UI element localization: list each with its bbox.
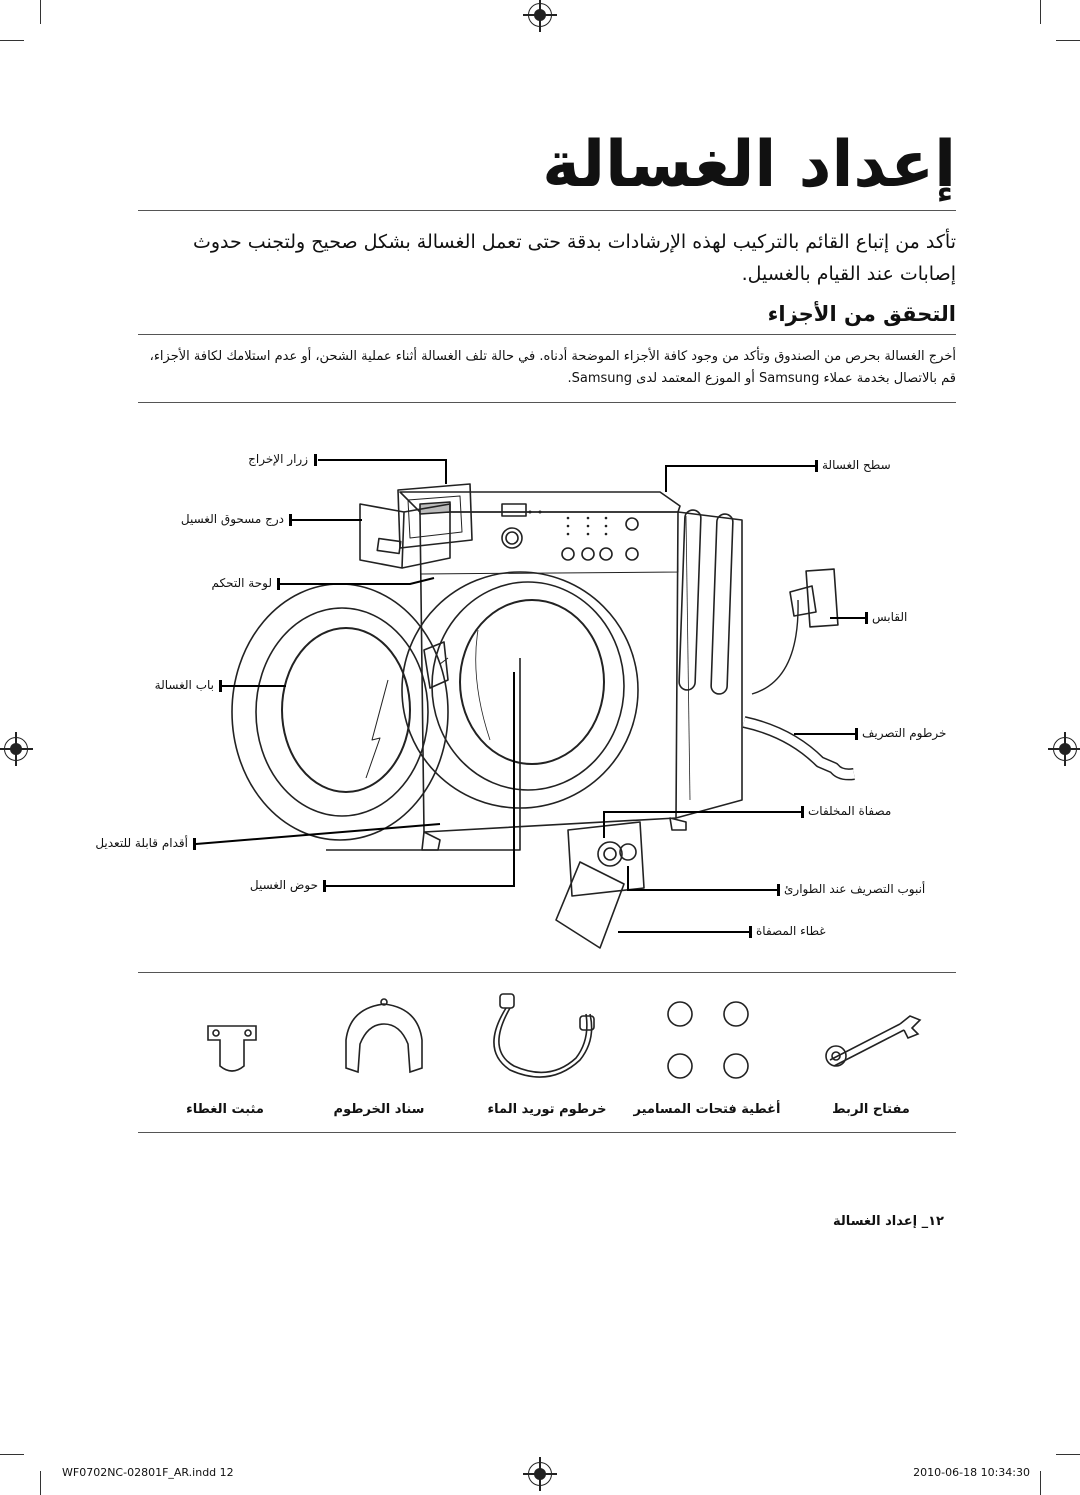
accessory-label: أغطية فتحات المسامير — [633, 1102, 781, 1117]
divider — [138, 972, 956, 973]
accessory-label: مفتاح الربط — [832, 1102, 910, 1117]
label-filter-cover: غطاء المصفاة — [756, 924, 826, 938]
wrench-icon — [825, 1015, 922, 1067]
crop-mark — [40, 0, 41, 24]
divider — [138, 210, 956, 211]
section-note: أخرج الغسالة بحرص من الصندوق وتأكد من وج… — [149, 349, 956, 386]
label-tub: حوض الغسيل — [249, 878, 318, 892]
registration-mark-icon — [523, 0, 557, 32]
label-door: باب الغسالة — [154, 678, 214, 692]
cover-holder-icon — [207, 1025, 257, 1072]
section-heading: التحقق من الأجزاء — [767, 302, 956, 326]
label-control-panel: لوحة التحكم — [211, 576, 273, 590]
label-leveling-feet: أقدام قابلة للتعديل — [95, 836, 188, 850]
label-top: سطح الغسالة — [822, 458, 891, 472]
crop-mark — [0, 1454, 24, 1455]
crop-mark — [1056, 1454, 1080, 1455]
crop-mark — [1040, 1471, 1041, 1495]
label-emergency-drain: أنبوب التصريف عند الطوارئ — [784, 882, 926, 896]
label-plug: القابس — [872, 610, 908, 624]
print-date-info: 2010-06-18 10:34:30 — [913, 1466, 1030, 1479]
registration-mark-icon — [523, 1457, 557, 1491]
registration-mark-icon — [1048, 732, 1080, 766]
accessories-icons — [207, 993, 922, 1079]
bolt-cap-icon — [667, 1001, 749, 1079]
page-footer: ١٢_ إعداد الغسالة — [833, 1214, 944, 1229]
divider — [138, 1132, 956, 1133]
registration-mark-icon — [0, 732, 33, 766]
water-hose-icon — [493, 993, 595, 1078]
label-detergent-button: زرار الإخراج — [248, 452, 308, 466]
accessory-label: سناد الخرطوم — [333, 1102, 425, 1117]
print-file-info: WF0702NC-02801F_AR.indd 12 — [62, 1466, 234, 1479]
crop-mark — [1040, 0, 1041, 24]
accessory-label: مثبت الغطاء — [186, 1102, 264, 1117]
divider — [138, 402, 956, 403]
page-title: إعداد الغسالة — [542, 128, 956, 202]
label-drain-hose: خرطوم التصريف — [862, 726, 947, 740]
intro-paragraph: تأكد من إتباع القائم بالتركيب لهذه الإرش… — [192, 231, 956, 285]
crop-mark — [40, 1471, 41, 1495]
label-detergent-drawer: درج مسحوق الغسيل — [180, 512, 284, 526]
crop-mark — [0, 40, 24, 41]
washing-machine-diagram — [193, 454, 868, 949]
divider — [138, 334, 956, 335]
label-filter: مصفاة المخلفات — [808, 804, 892, 818]
hose-guide-icon — [345, 998, 423, 1074]
crop-mark — [1056, 40, 1080, 41]
accessory-label: خرطوم توريد الماء — [487, 1102, 607, 1117]
